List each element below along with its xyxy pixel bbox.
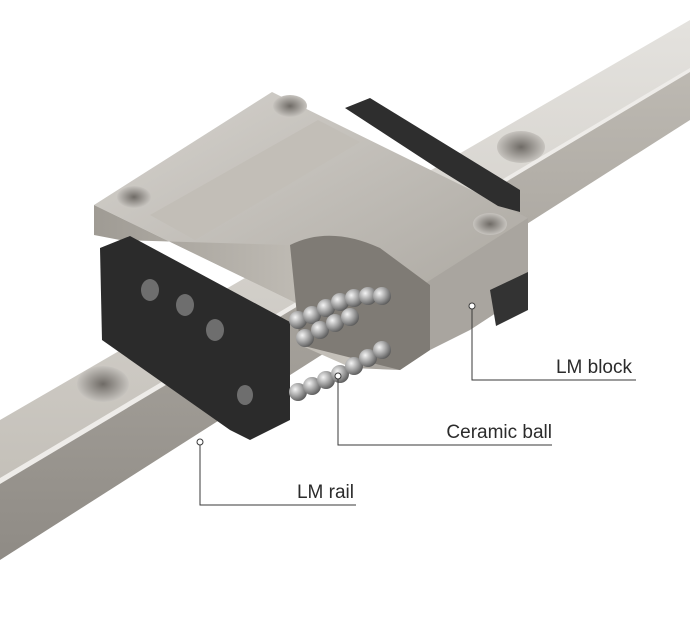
block-top-groove bbox=[150, 120, 360, 240]
callout-dot bbox=[468, 302, 476, 310]
ball bbox=[289, 383, 307, 401]
rail-mount-hole-front bbox=[77, 366, 129, 402]
ceramic-balls bbox=[289, 287, 391, 401]
ball bbox=[345, 289, 363, 307]
end-seal-hole-1 bbox=[141, 279, 159, 301]
ball bbox=[289, 311, 307, 329]
label-lm-rail: LM rail bbox=[297, 482, 354, 503]
label-ceramic-ball: Ceramic ball bbox=[446, 422, 552, 443]
ball bbox=[345, 357, 363, 375]
callout-dot bbox=[196, 438, 204, 446]
ball bbox=[317, 371, 335, 389]
callout-lm-rail: LM rail bbox=[196, 438, 356, 506]
block-tap-hole-2 bbox=[117, 186, 151, 208]
ball bbox=[359, 287, 377, 305]
callout-dot bbox=[334, 372, 342, 380]
ball bbox=[373, 287, 391, 305]
block-front-face bbox=[94, 205, 352, 368]
ball bbox=[303, 377, 321, 395]
ball bbox=[341, 308, 359, 326]
block-top-face bbox=[94, 92, 528, 330]
rear-end-seal bbox=[345, 98, 520, 212]
label-lm-block: LM block bbox=[556, 357, 633, 378]
end-seal-hole-4 bbox=[237, 385, 253, 405]
block-tap-hole-3 bbox=[473, 213, 507, 235]
leader-line bbox=[471, 309, 636, 381]
ball bbox=[373, 341, 391, 359]
rail-mount-hole-rear bbox=[497, 131, 545, 163]
leader-line bbox=[337, 379, 552, 446]
ball bbox=[303, 306, 321, 324]
callout-lm-block: LM block bbox=[468, 302, 636, 381]
ball bbox=[311, 321, 329, 339]
ball bbox=[326, 314, 344, 332]
callout-ceramic-ball: Ceramic ball bbox=[334, 372, 552, 446]
ball bbox=[317, 299, 335, 317]
end-seal-hole-2 bbox=[176, 294, 194, 316]
end-seal-hole-3 bbox=[206, 319, 224, 341]
ball bbox=[359, 349, 377, 367]
block-tap-hole-1 bbox=[273, 95, 307, 117]
ball bbox=[331, 293, 349, 311]
ball bbox=[296, 329, 314, 347]
lm-block bbox=[94, 92, 528, 440]
block-bottom-retainer bbox=[490, 272, 528, 326]
leader-line bbox=[199, 445, 356, 506]
